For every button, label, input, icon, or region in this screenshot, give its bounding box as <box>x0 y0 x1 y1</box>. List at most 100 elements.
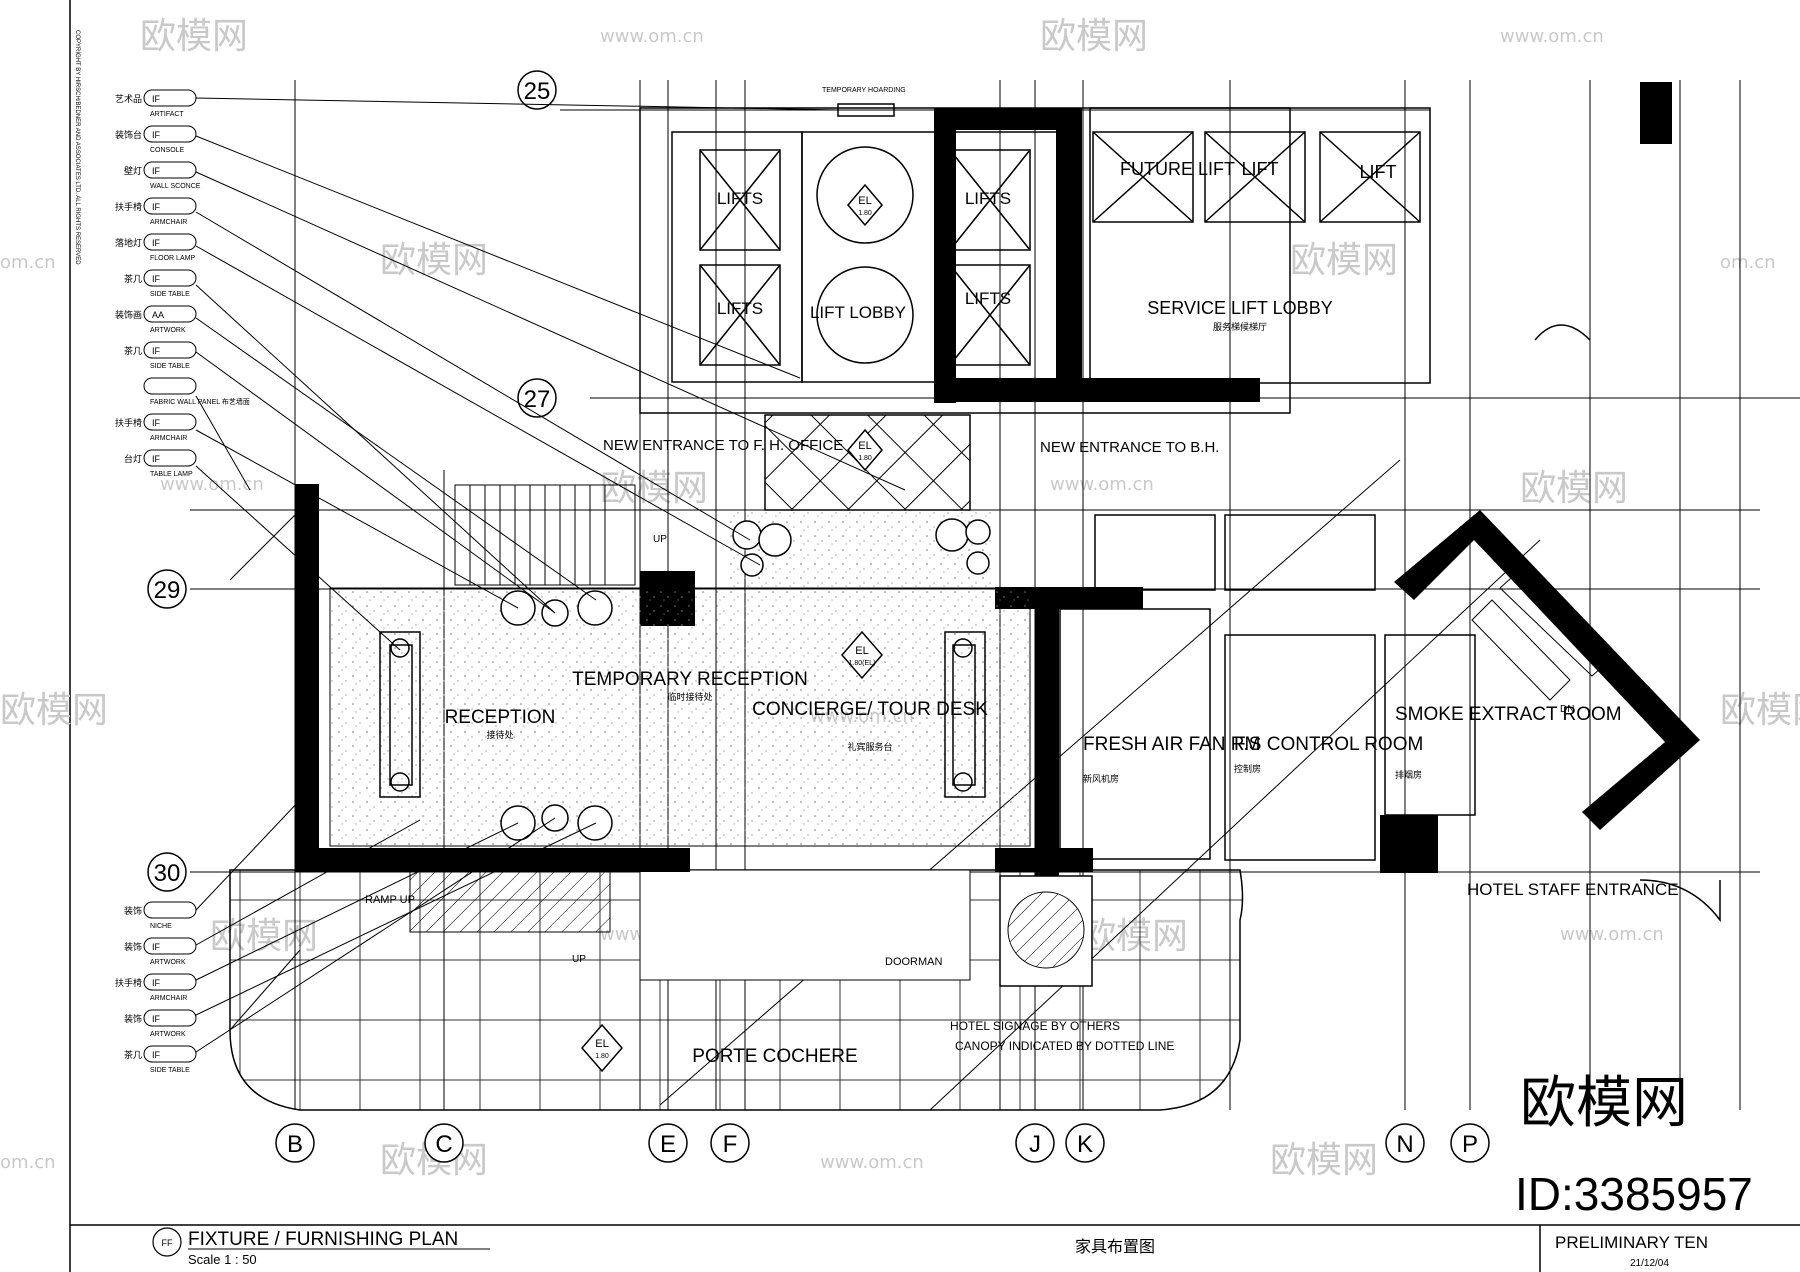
legend-tag <box>143 269 197 287</box>
svg-text:EL: EL <box>855 645 868 657</box>
svg-text:RECEPTION: RECEPTION <box>445 707 556 728</box>
legend-code: IF <box>152 418 161 428</box>
grid-col-b: B <box>275 1123 315 1163</box>
legend-label-en: ARMCHAIR <box>150 219 187 226</box>
watermark-site: www.om.cn <box>1050 474 1154 495</box>
svg-text:礼宾服务台: 礼宾服务台 <box>847 741 892 752</box>
legend-label-cn: 装饰画 <box>115 309 142 320</box>
svg-text:F.S CONTROL ROOM: F.S CONTROL ROOM <box>1234 734 1423 755</box>
grid-row-27: 27 <box>517 378 557 418</box>
sheet-title-cn: 家具布置图 <box>1075 1238 1155 1256</box>
sofa-left <box>379 631 421 798</box>
legend-label-en: TABLE LAMP <box>150 471 193 478</box>
legend-label-en: ARMCHAIR <box>150 435 187 442</box>
watermark-brand: 欧模网 <box>1520 468 1628 509</box>
legend-label-cn: 茶几 <box>124 345 142 356</box>
legend-tag <box>143 341 197 359</box>
legend-code: IF <box>152 94 161 104</box>
svg-text:CANOPY INDICATED BY DOTTED LIN: CANOPY INDICATED BY DOTTED LINE <box>955 1039 1174 1053</box>
sheet-title: FIXTURE / FURNISHING PLAN <box>188 1229 458 1250</box>
legend-tag <box>143 449 197 467</box>
watermark-brand: 欧模网 <box>0 690 108 731</box>
legend-tag <box>143 937 197 955</box>
elevation-marker-porte: EL 1.80 <box>581 1023 623 1073</box>
watermark-site: www.om.cn <box>1560 924 1664 945</box>
svg-text:EL: EL <box>858 440 871 452</box>
legend-code: IF <box>152 166 161 176</box>
legend-code: IF <box>152 238 161 248</box>
legend-label-cn: 扶手椅 <box>115 201 142 212</box>
svg-text:新风机房: 新风机房 <box>1083 773 1119 784</box>
svg-text:1.80(EL): 1.80(EL) <box>849 660 876 667</box>
sofa-right <box>944 631 986 798</box>
legend-tag <box>143 413 197 431</box>
legend-label-en: CONSOLE <box>150 147 185 154</box>
legend-code: IF <box>152 1014 161 1024</box>
svg-text:P: P <box>1462 1131 1478 1158</box>
grid-col-p: P <box>1450 1123 1490 1163</box>
svg-text:DN: DN <box>1560 704 1574 715</box>
copyright-note: COPYRIGHT BY HIRSCH/BEDNER AND ASSOCIATE… <box>74 30 80 265</box>
svg-text:J: J <box>1029 1131 1041 1158</box>
legend-item: FABRIC WALL PANEL 布艺墙面 <box>143 377 250 406</box>
watermark-site: www.om.cn <box>160 474 264 495</box>
sheet-date: 21/12/04 <box>1630 1258 1669 1269</box>
svg-text:临时接待处: 临时接待处 <box>667 691 712 702</box>
svg-text:LIFT: LIFT <box>1241 159 1278 179</box>
svg-text:LIFTS: LIFTS <box>965 289 1011 308</box>
legend-label-en: SIDE TABLE <box>150 1067 190 1074</box>
legend-label-en: ARTWORK <box>150 1031 186 1038</box>
legend-label-en: WALL SCONCE <box>150 183 201 190</box>
watermark-brand: 欧模网 <box>1040 16 1148 57</box>
svg-text:SERVICE LIFT LOBBY: SERVICE LIFT LOBBY <box>1147 298 1332 318</box>
watermark-site: om.cn <box>0 252 56 273</box>
watermark-site: www.om.cn <box>600 26 704 47</box>
grid-row-29: 29 <box>147 569 187 609</box>
planter <box>999 875 1093 987</box>
sheet-symbol: FF <box>162 1238 173 1248</box>
svg-text:27: 27 <box>524 386 551 413</box>
grid-col-k: K <box>1065 1123 1105 1163</box>
stair-right <box>1471 569 1611 701</box>
grid-row-30: 30 <box>147 852 187 892</box>
reception-floor <box>329 587 1031 847</box>
svg-text:1.80: 1.80 <box>858 210 872 217</box>
svg-text:1.80: 1.80 <box>858 455 872 462</box>
legend-label-cn: 落地灯 <box>115 237 142 248</box>
watermark-brand: 欧模网 <box>380 240 488 281</box>
grid-col-f: F <box>710 1123 750 1163</box>
svg-text:HOTEL SIGNAGE BY OTHERS: HOTEL SIGNAGE BY OTHERS <box>950 1019 1120 1033</box>
watermark-logo: 欧模网 <box>1520 1071 1688 1134</box>
legend-leaders <box>195 97 906 1053</box>
svg-text:UP: UP <box>1607 658 1621 669</box>
legend-tag <box>143 1045 197 1063</box>
svg-text:F: F <box>723 1131 738 1158</box>
watermark-brand: 欧模网 <box>1720 690 1800 731</box>
svg-text:FRESH AIR FAN RM: FRESH AIR FAN RM <box>1083 734 1260 755</box>
watermark-site: www.om.cn <box>820 1152 924 1173</box>
svg-text:排烟房: 排烟房 <box>1395 769 1422 780</box>
svg-text:UP: UP <box>572 954 586 965</box>
legend-tag <box>143 197 197 215</box>
svg-text:NEW ENTRANCE TO F. H. OFFICE: NEW ENTRANCE TO F. H. OFFICE <box>603 437 843 454</box>
svg-text:29: 29 <box>154 577 181 604</box>
svg-text:LIFT: LIFT <box>1359 162 1396 182</box>
watermark-id: ID:3385957 <box>1515 1168 1753 1220</box>
svg-text:LIFTS: LIFTS <box>717 189 763 208</box>
svg-text:30: 30 <box>154 860 181 887</box>
watermark-brand: 欧模网 <box>1270 1140 1378 1181</box>
legend-tag <box>143 1009 197 1027</box>
legend-tag <box>143 377 197 395</box>
legend-label-en: SIDE TABLE <box>150 291 190 298</box>
legend-tag <box>143 233 197 251</box>
legend-label-cn: 装饰 <box>124 905 142 916</box>
legend-label-cn: 台灯 <box>124 453 142 464</box>
legend-label-en: ARTWORK <box>150 959 186 966</box>
